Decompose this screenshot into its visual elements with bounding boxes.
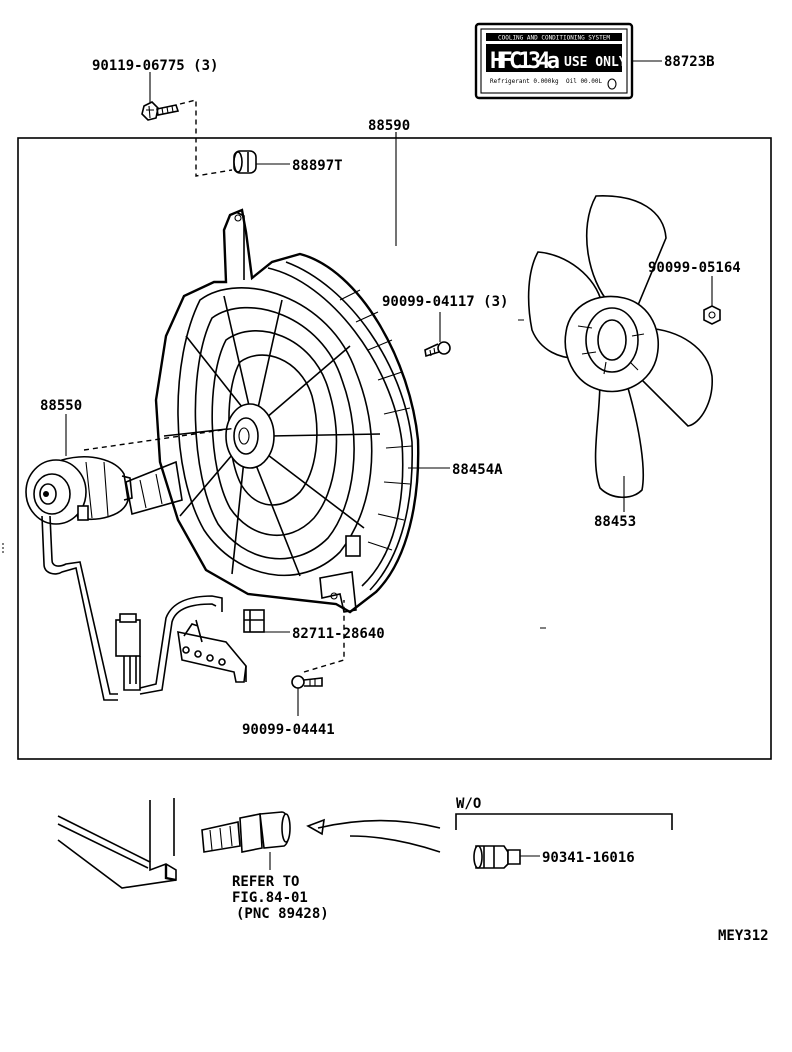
refer-line-1: REFER TO [232, 874, 299, 890]
label-plate-right-small: Oil 00.00L [566, 78, 603, 85]
refer-line-2: FIG.84-01 [232, 890, 308, 906]
bushing-icon [233, 150, 257, 174]
label-plate-use-only: USE ONLY [564, 55, 627, 70]
fan-shroud [125, 208, 420, 614]
wire-harness [41, 515, 223, 701]
radiator-bracket [57, 798, 177, 889]
wo-bracket [455, 813, 673, 830]
clip-icon [243, 609, 265, 633]
label-plate-refrigerant: HFC134a [490, 49, 560, 74]
part-label-90099-05164: 90099-05164 [648, 260, 741, 276]
wo-label: W/O [456, 796, 481, 812]
resistor-block [177, 619, 247, 683]
label-plate-left-small: Refrigerant 0.000kg [490, 78, 559, 85]
temp-sensor-icon [201, 811, 291, 853]
bolt-icon [141, 101, 180, 121]
label-plate-header: COOLING AND CONDITIONING SYSTEM [498, 35, 610, 42]
fan-motor [25, 456, 133, 525]
screw-icon [424, 341, 451, 358]
part-label-90099-04441: 90099-04441 [242, 722, 335, 738]
part-label-82711-28640: 82711-28640 [292, 626, 385, 642]
nut-icon [703, 305, 721, 325]
fan-blade [527, 195, 713, 499]
part-label-90099-04117: 90099-04117 (3) [382, 294, 508, 310]
assembly-frame [17, 137, 772, 760]
part-label-88590: 88590 [368, 118, 410, 134]
diagram-code: MEY312 [718, 928, 769, 944]
refer-line-3: (PNC 89428) [236, 906, 329, 922]
part-label-88723b: 88723B [664, 54, 715, 70]
part-label-88453: 88453 [594, 514, 636, 530]
part-label-88454a: 88454A [452, 462, 503, 478]
part-label-90119-06775: 90119-06775 (3) [92, 58, 218, 74]
plug-icon [473, 845, 521, 869]
part-label-90341-16016: 90341-16016 [542, 850, 635, 866]
part-label-88897t: 88897T [292, 158, 343, 174]
label-plate: COOLING AND CONDITIONING SYSTEM HFC134a … [474, 22, 634, 100]
screw-icon-bottom [291, 675, 323, 689]
part-label-88550: 88550 [40, 398, 82, 414]
